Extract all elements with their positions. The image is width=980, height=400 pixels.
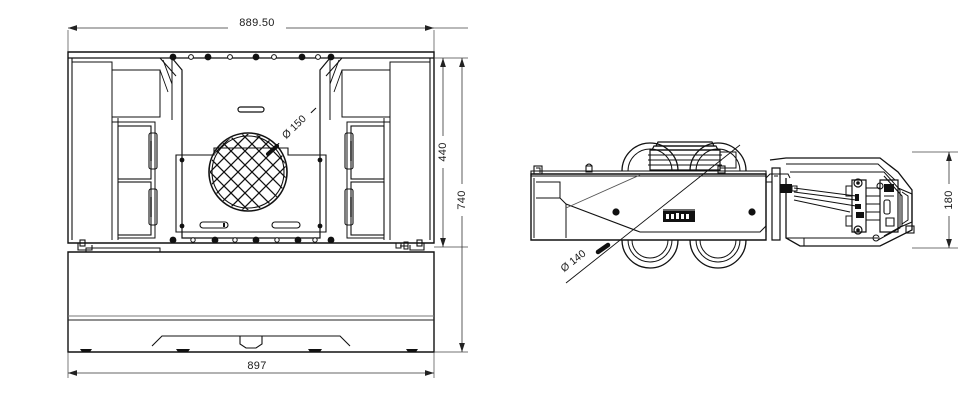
bottom-edge-fasteners — [169, 236, 335, 244]
callout-label-roller: Ø 140 — [558, 248, 588, 275]
right-module-upper — [350, 125, 385, 180]
articulated-arm — [765, 157, 915, 247]
left-module-upper — [117, 125, 152, 180]
side-plan-view — [530, 141, 958, 284]
dim-extension-lines-top — [67, 30, 435, 58]
access-plate-screws — [179, 157, 323, 229]
base-feet — [80, 349, 418, 352]
lug-left — [533, 165, 543, 175]
chassis-outline — [530, 173, 767, 241]
roller-lower-left — [621, 239, 679, 269]
dim-label-total-height: 740 — [456, 190, 468, 209]
dim-label-bottom-width: 897 — [247, 360, 266, 372]
vent-slot — [237, 106, 265, 113]
front-elevation-view — [67, 25, 468, 378]
handle-slots — [199, 221, 301, 229]
fan-grille — [208, 132, 288, 212]
base-cabinet-outline — [67, 251, 435, 353]
dim-label-upper-height: 440 — [437, 142, 449, 161]
dim-label-side-height: 180 — [943, 190, 955, 209]
mechanism-housing-2 — [876, 179, 899, 233]
access-plate — [175, 147, 327, 233]
base-latch-right — [395, 239, 425, 251]
chassis-chamfer — [565, 203, 767, 233]
lug-mid — [585, 165, 593, 173]
right-module-lower — [350, 181, 385, 236]
left-module-lower — [117, 181, 152, 236]
base-recess — [151, 335, 351, 347]
mechanism-housing — [845, 178, 867, 235]
connector-plate — [663, 209, 695, 222]
base-latch-left — [77, 239, 161, 253]
arm-tip — [872, 187, 915, 242]
top-edge-fasteners — [169, 53, 335, 61]
roller-lower-right — [689, 239, 747, 269]
pivot-block — [780, 184, 792, 193]
center-panel-face — [171, 57, 331, 239]
bellows-duct — [648, 141, 737, 171]
pivot-plate — [771, 167, 781, 241]
base-handle-notch — [239, 336, 263, 349]
dim-label-top-width: 889.50 — [239, 17, 274, 29]
side-fasteners — [612, 208, 756, 216]
callout-leader-roller — [565, 144, 741, 284]
upper-body-outline — [67, 51, 435, 244]
